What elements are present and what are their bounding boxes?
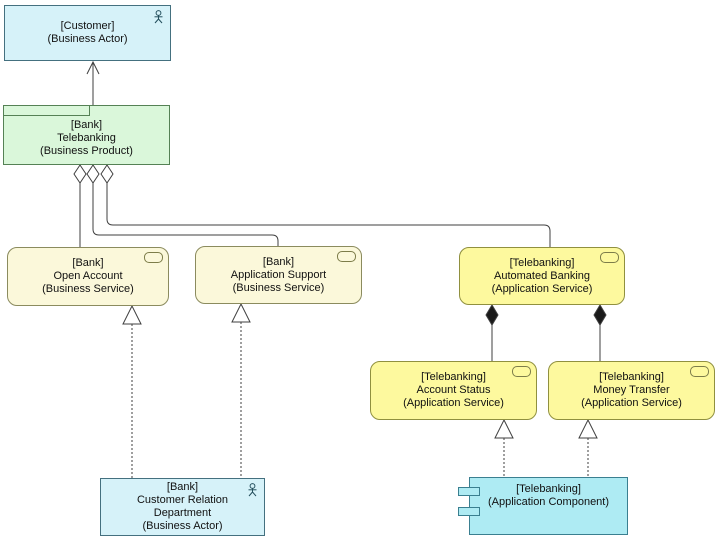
relation-realization-component-account-status[interactable] xyxy=(494,418,514,477)
node-label: [Telebanking] xyxy=(421,371,486,383)
relation-composition-automated-banking-money-transfer[interactable] xyxy=(593,304,607,361)
node-label: (Application Service) xyxy=(491,282,593,295)
node-label: (Business Service) xyxy=(232,281,325,294)
node-label: (Business Actor) xyxy=(142,520,223,532)
node-account-status[interactable]: [Telebanking] Account Status (Applicatio… xyxy=(370,361,537,420)
relation-realization-customer-relation-application-support[interactable] xyxy=(231,302,251,478)
node-label: (Application Service) xyxy=(581,397,682,409)
node-label: Customer Relation xyxy=(136,494,229,506)
node-label: Telebanking xyxy=(57,131,116,144)
service-icon xyxy=(144,252,163,263)
node-label: (Business Actor) xyxy=(47,33,128,45)
relation-assignment-product-customer[interactable] xyxy=(86,60,100,105)
node-label: [Telebanking] xyxy=(516,483,581,495)
relation-realization-component-money-transfer[interactable] xyxy=(578,418,598,477)
relation-aggregation-product-open-account[interactable] xyxy=(73,164,87,247)
relation-aggregation-product-application-support[interactable] xyxy=(86,164,279,246)
product-tab-icon xyxy=(3,105,90,116)
service-icon xyxy=(690,366,709,377)
node-customer-relation-department[interactable]: [Bank] Customer Relation Department (Bus… xyxy=(100,478,265,536)
node-label: Department xyxy=(153,507,212,519)
relation-realization-customer-relation-open-account[interactable] xyxy=(122,304,142,478)
node-telebanking-component[interactable]: [Telebanking] (Application Component) xyxy=(458,477,628,535)
node-label: [Bank] xyxy=(262,255,295,268)
node-application-support[interactable]: [Bank] Application Support (Business Ser… xyxy=(195,246,362,304)
relation-composition-automated-banking-account-status[interactable] xyxy=(485,304,499,361)
relation-aggregation-product-automated-banking[interactable] xyxy=(100,164,551,247)
node-customer[interactable]: [Customer] (Business Actor) xyxy=(4,5,171,61)
node-open-account[interactable]: [Bank] Open Account (Business Service) xyxy=(7,247,169,306)
node-money-transfer[interactable]: [Telebanking] Money Transfer (Applicatio… xyxy=(548,361,715,420)
service-icon xyxy=(337,251,356,262)
service-icon xyxy=(512,366,531,377)
node-label: (Application Service) xyxy=(403,397,504,409)
node-label: [Bank] xyxy=(72,257,104,269)
node-label: (Application Component) xyxy=(487,496,610,508)
business-actor-icon xyxy=(248,483,257,497)
node-automated-banking[interactable]: [Telebanking] Automated Banking (Applica… xyxy=(459,247,625,305)
node-label: [Telebanking] xyxy=(599,371,664,383)
service-icon xyxy=(600,252,619,263)
node-label: Automated Banking xyxy=(493,269,590,282)
node-label: Application Support xyxy=(230,268,327,281)
node-label: Open Account xyxy=(53,270,123,282)
node-label: (Business Service) xyxy=(42,283,134,295)
node-label: [Bank] xyxy=(70,118,103,131)
node-label: Money Transfer xyxy=(593,384,670,396)
node-label: [Telebanking] xyxy=(509,256,575,269)
component-port-icon xyxy=(458,487,480,496)
business-actor-icon xyxy=(154,10,163,24)
component-port-icon xyxy=(458,507,480,516)
node-label: [Bank] xyxy=(166,481,199,493)
node-label: [Customer] xyxy=(60,20,115,32)
node-telebanking-product[interactable]: [Bank] Telebanking (Business Product) xyxy=(3,105,170,165)
node-label: Account Status xyxy=(416,384,491,396)
node-label: (Business Product) xyxy=(40,144,133,157)
